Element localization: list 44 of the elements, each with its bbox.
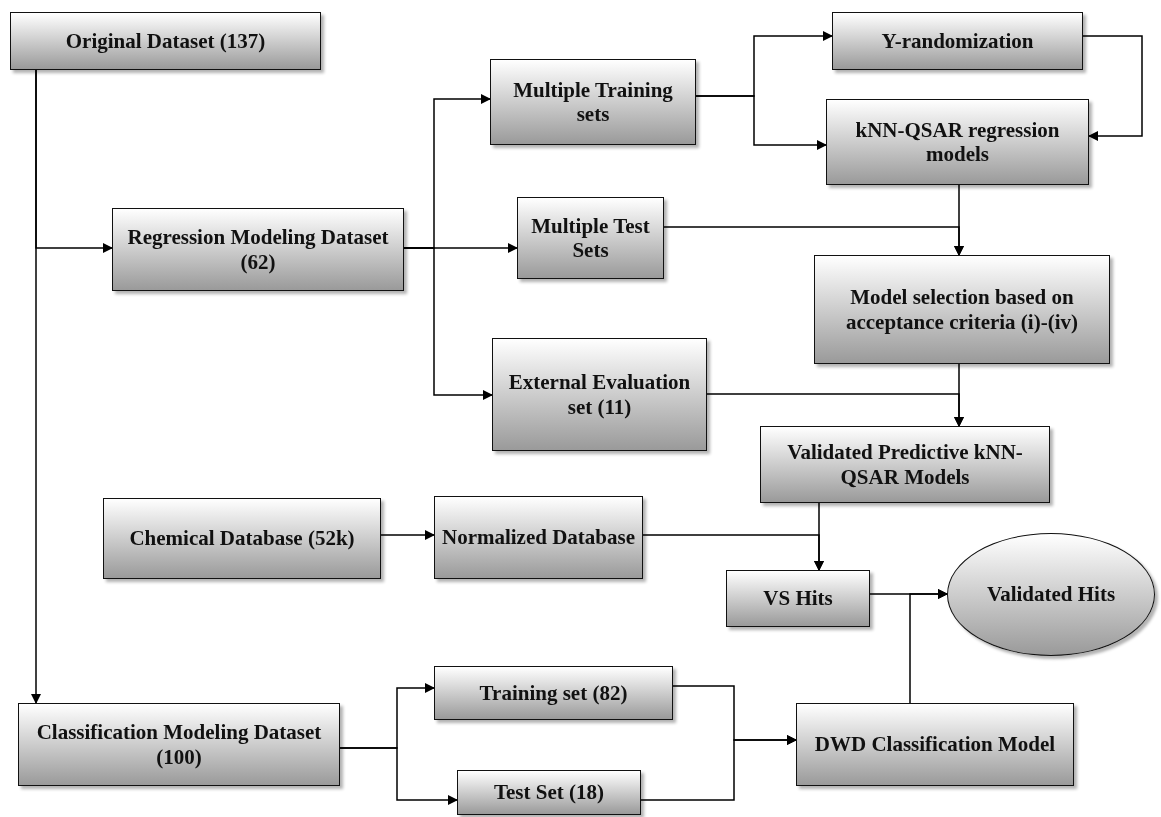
process-box xyxy=(826,99,1089,185)
process-box xyxy=(760,426,1050,503)
arrow xyxy=(663,226,964,256)
process-box xyxy=(434,666,673,720)
process-box xyxy=(434,496,643,579)
arrow xyxy=(909,589,948,704)
node-label: Regression Modeling Dataset (62) xyxy=(126,225,390,274)
process-box xyxy=(490,59,696,145)
arrow xyxy=(380,530,435,540)
process-box xyxy=(796,703,1074,786)
process-box xyxy=(726,570,870,627)
process-box xyxy=(103,498,381,579)
node-label: Validated Hits xyxy=(985,582,1117,607)
process-box xyxy=(457,770,641,815)
arrow xyxy=(31,69,41,704)
arrow xyxy=(640,735,797,801)
process-box xyxy=(517,197,664,279)
node-label: Multiple Training sets xyxy=(512,77,674,127)
process-box xyxy=(832,12,1083,70)
process-box xyxy=(112,208,404,291)
node-label: Training set (82) xyxy=(478,680,629,706)
node-label: Test Set (18) xyxy=(492,780,605,805)
process-box xyxy=(492,338,707,451)
node-label: Normalized Database xyxy=(440,525,637,550)
arrow xyxy=(339,747,458,805)
arrow xyxy=(642,534,824,571)
process-box xyxy=(10,12,321,70)
process-box xyxy=(18,703,340,786)
arrow xyxy=(695,95,827,150)
node-label: External Evaluation set (11) xyxy=(507,370,692,419)
arrow xyxy=(403,247,493,400)
node-label: VS Hits xyxy=(762,586,834,611)
node-label: DWD Classification Model xyxy=(813,732,1057,757)
arrow xyxy=(1082,35,1143,141)
node-label: Classification Modeling Dataset (100) xyxy=(35,720,323,769)
node-label: Validated Predictive kNN-QSAR Models xyxy=(786,440,1024,489)
node-label: Model selection based on acceptance criteria (i)-(iv) xyxy=(844,285,1079,334)
process-box xyxy=(814,255,1110,364)
arrow xyxy=(706,393,964,427)
node-label: Chemical Database (52k) xyxy=(128,526,356,551)
node-label: Y-randomization xyxy=(880,28,1035,54)
node-label: Multiple Test Sets xyxy=(530,213,651,263)
node-label: Original Dataset (137) xyxy=(64,28,267,54)
node-label: kNN-QSAR regression models xyxy=(854,117,1061,167)
